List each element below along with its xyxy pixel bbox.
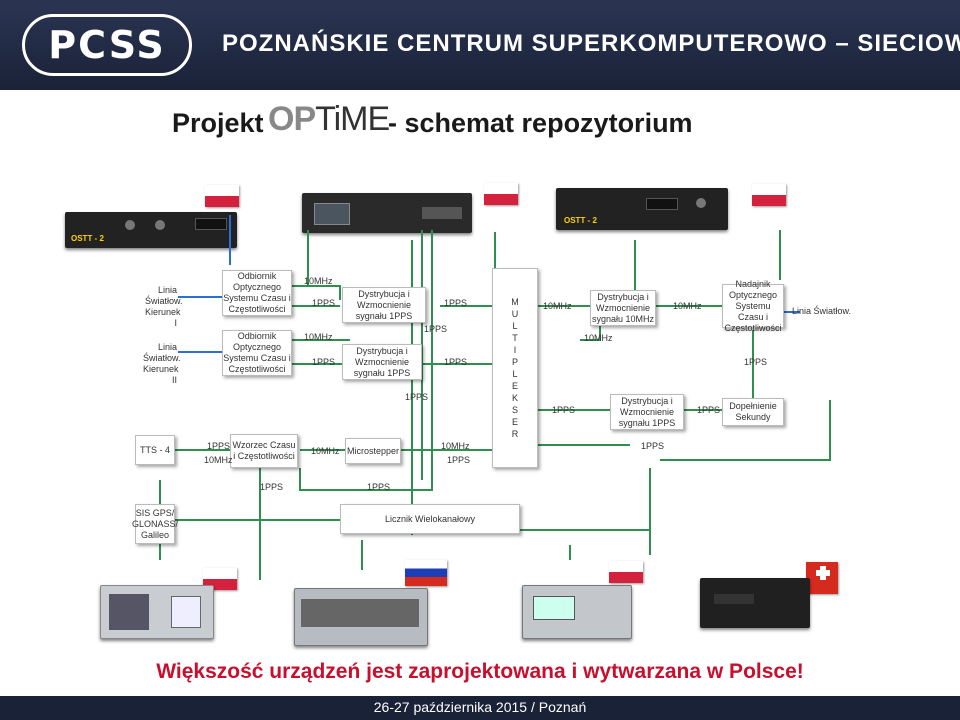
counter-device [522, 585, 632, 639]
flag-switzerland-icon [806, 562, 838, 594]
optime-logo: OPTiME [268, 100, 390, 139]
flag-russia-icon [405, 560, 447, 586]
time-reference-box: Wzorzec Czasu i Częstotliwości [230, 434, 298, 468]
knob-icon [696, 198, 706, 208]
panel-icon [171, 596, 201, 628]
knob-icon [125, 220, 135, 230]
multiplexer-letter: E [511, 381, 518, 391]
multiplexer-letter: T [512, 333, 518, 343]
line-dir2-label: Linia Światłow. Kierunek II [143, 342, 181, 385]
signal-1pps-label: 1PPS [444, 357, 468, 367]
header-title: POZNAŃSKIE CENTRUM SUPERKOMPUTEROWO – SI… [222, 30, 960, 57]
signal-1pps-label: 1PPS [552, 405, 576, 415]
panel-icon [422, 207, 462, 219]
dist-1pps-box-a: Dystrybucja i Wzmocnienie sygnału 1PPS [342, 287, 426, 323]
flag-poland-icon [484, 183, 518, 205]
multiplexer-letter: E [511, 417, 518, 427]
signal-10mhz-label: 10MHz [673, 301, 702, 311]
logo-text: PCSS [48, 23, 166, 67]
leap-second-box: Dopełnienie Sekundy [722, 398, 784, 426]
gnss-device [700, 578, 810, 628]
title-prefix: Projekt [172, 108, 264, 138]
multiplexer-letter: P [511, 357, 518, 367]
optime-op: OP [268, 100, 316, 138]
pcss-logo: PCSS [22, 14, 192, 76]
multiplexer-letter: L [512, 321, 518, 331]
flag-poland-icon [205, 185, 239, 207]
signal-10mhz-label: 10MHz [204, 455, 233, 465]
multiplexer-letter: I [513, 345, 517, 355]
title-suffix: - schemat repozytorium [388, 108, 693, 138]
gnss-receiver-box: SIS GPS/ GLONASS/ Galileo [132, 504, 178, 544]
header-banner: PCSS POZNAŃSKIE CENTRUM SUPERKOMPUTEROWO… [0, 0, 960, 90]
ostt-right-label: OSTT - 2 [564, 216, 597, 225]
receiver-box-1: Odbiornik Optycznego Systemu Czasu i Czę… [222, 270, 292, 316]
ostt-left-label: OSTT - 2 [71, 234, 104, 243]
microstepper-device [294, 588, 428, 646]
optime-rest: TiME [315, 100, 390, 138]
time-reference-device [100, 585, 214, 639]
multiplexer-letter: K [511, 393, 518, 403]
signal-10mhz-label: 10MHz [304, 276, 333, 286]
line-dir1-label: Linia Światłow. Kierunek I [145, 285, 183, 328]
signal-1pps-label: 1PPS [405, 392, 429, 402]
signal-1pps-label: 1PPS [424, 324, 448, 334]
tts4-box: TTS - 4 [135, 435, 175, 465]
panel-icon [109, 594, 149, 630]
line-out-label: Linia Światłow. [792, 306, 852, 316]
display-icon [646, 198, 678, 210]
signal-1pps-label: 1PPS [312, 357, 336, 367]
dist-1pps-box-c: Dystrybucja i Wzmocnienie sygnału 1PPS [610, 394, 684, 430]
wire-green [660, 400, 831, 461]
signal-1pps-label: 1PPS [207, 441, 231, 451]
display-icon [195, 218, 227, 230]
multiplexer-letter: R [511, 429, 519, 439]
panel-icon [301, 599, 419, 627]
signal-1pps-label: 1PPS [367, 482, 391, 492]
signal-10mhz-label: 10MHz [441, 441, 470, 451]
signal-1pps-label: 1PPS [697, 405, 721, 415]
flag-poland-icon [203, 568, 237, 590]
transmitter-box: Nadajnik Optycznego Systemu Czasu i Częs… [722, 279, 784, 333]
footer-message: Większość urządzeń jest zaprojektowana i… [156, 660, 804, 683]
dist-1pps-box-b: Dystrybucja i Wzmocnienie sygnału 1PPS [342, 344, 422, 380]
signal-10mhz-label: 10MHz [304, 332, 333, 342]
dist-10mhz-box: Dystrybucja i Wzmocnienie sygnału 10MHz [590, 290, 656, 326]
multiplexer-device [302, 193, 472, 233]
signal-10mhz-label: 10MHz [311, 446, 340, 456]
ostt-right-device: OSTT - 2 [556, 188, 728, 230]
ostt-left-device: OSTT - 2 [65, 212, 237, 248]
panel-icon [714, 594, 754, 604]
multiplexer-letter: U [511, 309, 519, 319]
receiver-box-2: Odbiornik Optycznego Systemu Czasu i Czę… [222, 330, 292, 376]
screen-icon [533, 596, 575, 620]
flag-poland-icon [752, 184, 786, 206]
footer-bar: 26-27 października 2015 / Poznań [0, 696, 960, 720]
microstepper-box: Microstepper [345, 438, 401, 464]
multiplexer-letter: L [512, 369, 518, 379]
signal-1pps-label: 1PPS [312, 298, 336, 308]
screen-icon [314, 203, 350, 225]
signal-1pps-label: 1PPS [447, 455, 471, 465]
signal-1pps-label: 1PPS [744, 357, 768, 367]
signal-1pps-label: 1PPS [444, 298, 468, 308]
multichannel-counter-box: Licznik Wielokanałowy [340, 504, 520, 534]
multiplexer-letter: S [511, 405, 518, 415]
flag-poland-icon [609, 561, 643, 583]
signal-1pps-label: 1PPS [641, 441, 665, 451]
signal-10mhz-label: 10MHz [543, 301, 572, 311]
signal-10mhz-label: 10MHz [584, 333, 613, 343]
footer-date: 26-27 października 2015 / Poznań [373, 699, 587, 715]
signal-1pps-label: 1PPS [260, 482, 284, 492]
knob-icon [155, 220, 165, 230]
multiplexer-letter: M [511, 297, 519, 307]
